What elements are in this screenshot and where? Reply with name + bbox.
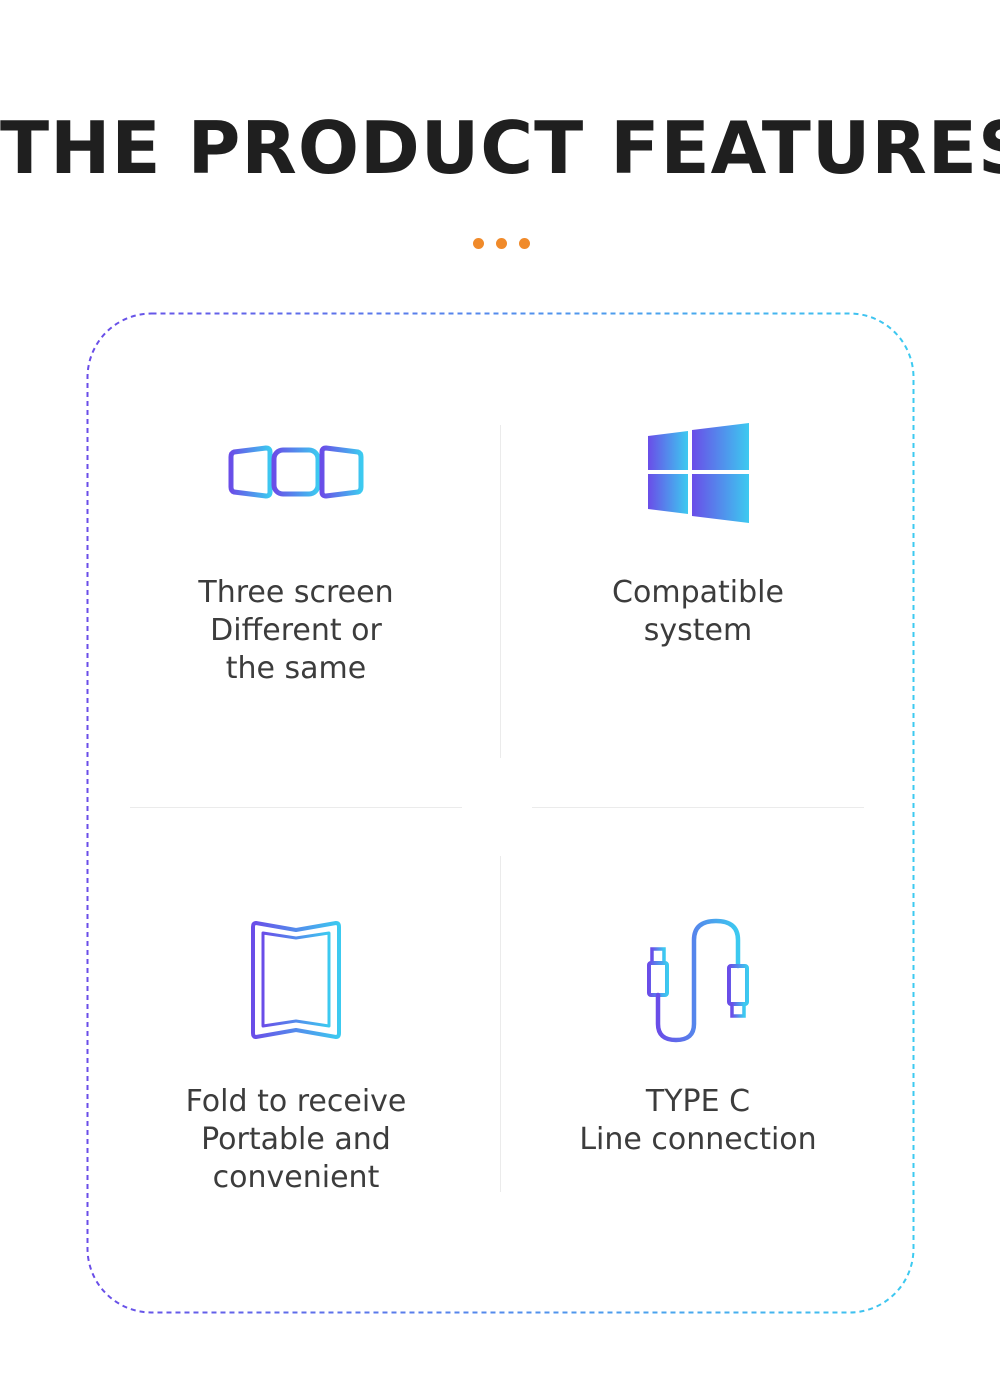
divider-vertical-bottom <box>500 856 501 1192</box>
feature-line: Three screen <box>198 575 394 610</box>
windows-logo-icon <box>648 423 749 523</box>
feature-line: the same <box>225 651 367 686</box>
three-screens-icon <box>228 445 364 499</box>
feature-text: Compatible system <box>533 574 863 650</box>
feature-text: Three screen Different or the same <box>131 574 461 688</box>
feature-line: Fold to receive <box>185 1084 407 1119</box>
folding-screen-icon <box>251 921 341 1039</box>
page-title: THE PRODUCT FEATURES <box>0 106 1000 190</box>
feature-line: convenient <box>212 1160 380 1195</box>
dot-icon <box>473 238 484 249</box>
feature-line: Compatible <box>612 575 784 610</box>
usb-type-c-cable-icon <box>647 918 749 1043</box>
feature-line: Portable and <box>201 1122 391 1157</box>
feature-line: Line connection <box>579 1122 817 1157</box>
dot-icon <box>519 238 530 249</box>
decorative-dots <box>473 238 533 250</box>
feature-text: TYPE C Line connection <box>533 1083 863 1159</box>
dot-icon <box>496 238 507 249</box>
feature-line: system <box>643 613 753 648</box>
features-frame <box>86 312 915 1314</box>
divider-horizontal-left <box>130 807 462 808</box>
feature-text: Fold to receive Portable and convenient <box>131 1083 461 1197</box>
feature-line: Different or <box>210 613 382 648</box>
divider-vertical-top <box>500 425 501 758</box>
divider-horizontal-right <box>532 807 864 808</box>
feature-line: TYPE C <box>645 1084 751 1119</box>
